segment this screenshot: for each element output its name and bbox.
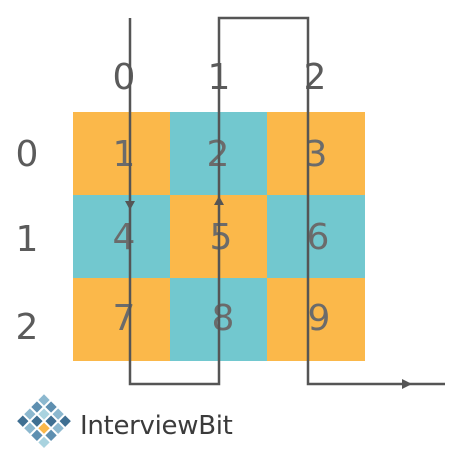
cell-value-0-0: 1 [113,134,136,175]
down-arrow-icon [125,201,135,210]
up-arrow-icon [214,196,224,205]
row-header-2: 2 [16,307,39,348]
cell-value-2-1: 8 [212,298,235,339]
cell-value-2-0: 7 [113,298,136,339]
diamond-grid-logo-icon [17,394,71,449]
brand-logo: InterviewBit [17,394,233,449]
matrix-cell-1-0 [73,195,170,278]
traversal-path [125,16,445,389]
row-header-0: 0 [16,134,39,175]
cell-value-1-1: 5 [210,217,233,258]
traversal-path-line [128,16,445,386]
right-arrow-icon [402,379,412,389]
cell-value-1-0: 4 [113,217,136,258]
matrix-cell-0-0 [73,112,170,195]
matrix-cell-2-2 [267,278,365,361]
matrix-cell-0-2 [267,112,365,195]
column-header-2: 2 [304,57,327,98]
row-header-1: 1 [16,219,39,260]
cell-value-1-2: 6 [307,217,330,258]
row-headers: 0 1 2 [16,134,39,348]
column-header-0: 0 [113,57,136,98]
matrix-cell-1-2 [267,195,365,278]
brand-name: InterviewBit [80,411,233,441]
matrix-cell-2-0 [73,278,170,361]
cell-value-2-2: 9 [308,298,331,339]
cell-value-0-2: 3 [305,134,328,175]
